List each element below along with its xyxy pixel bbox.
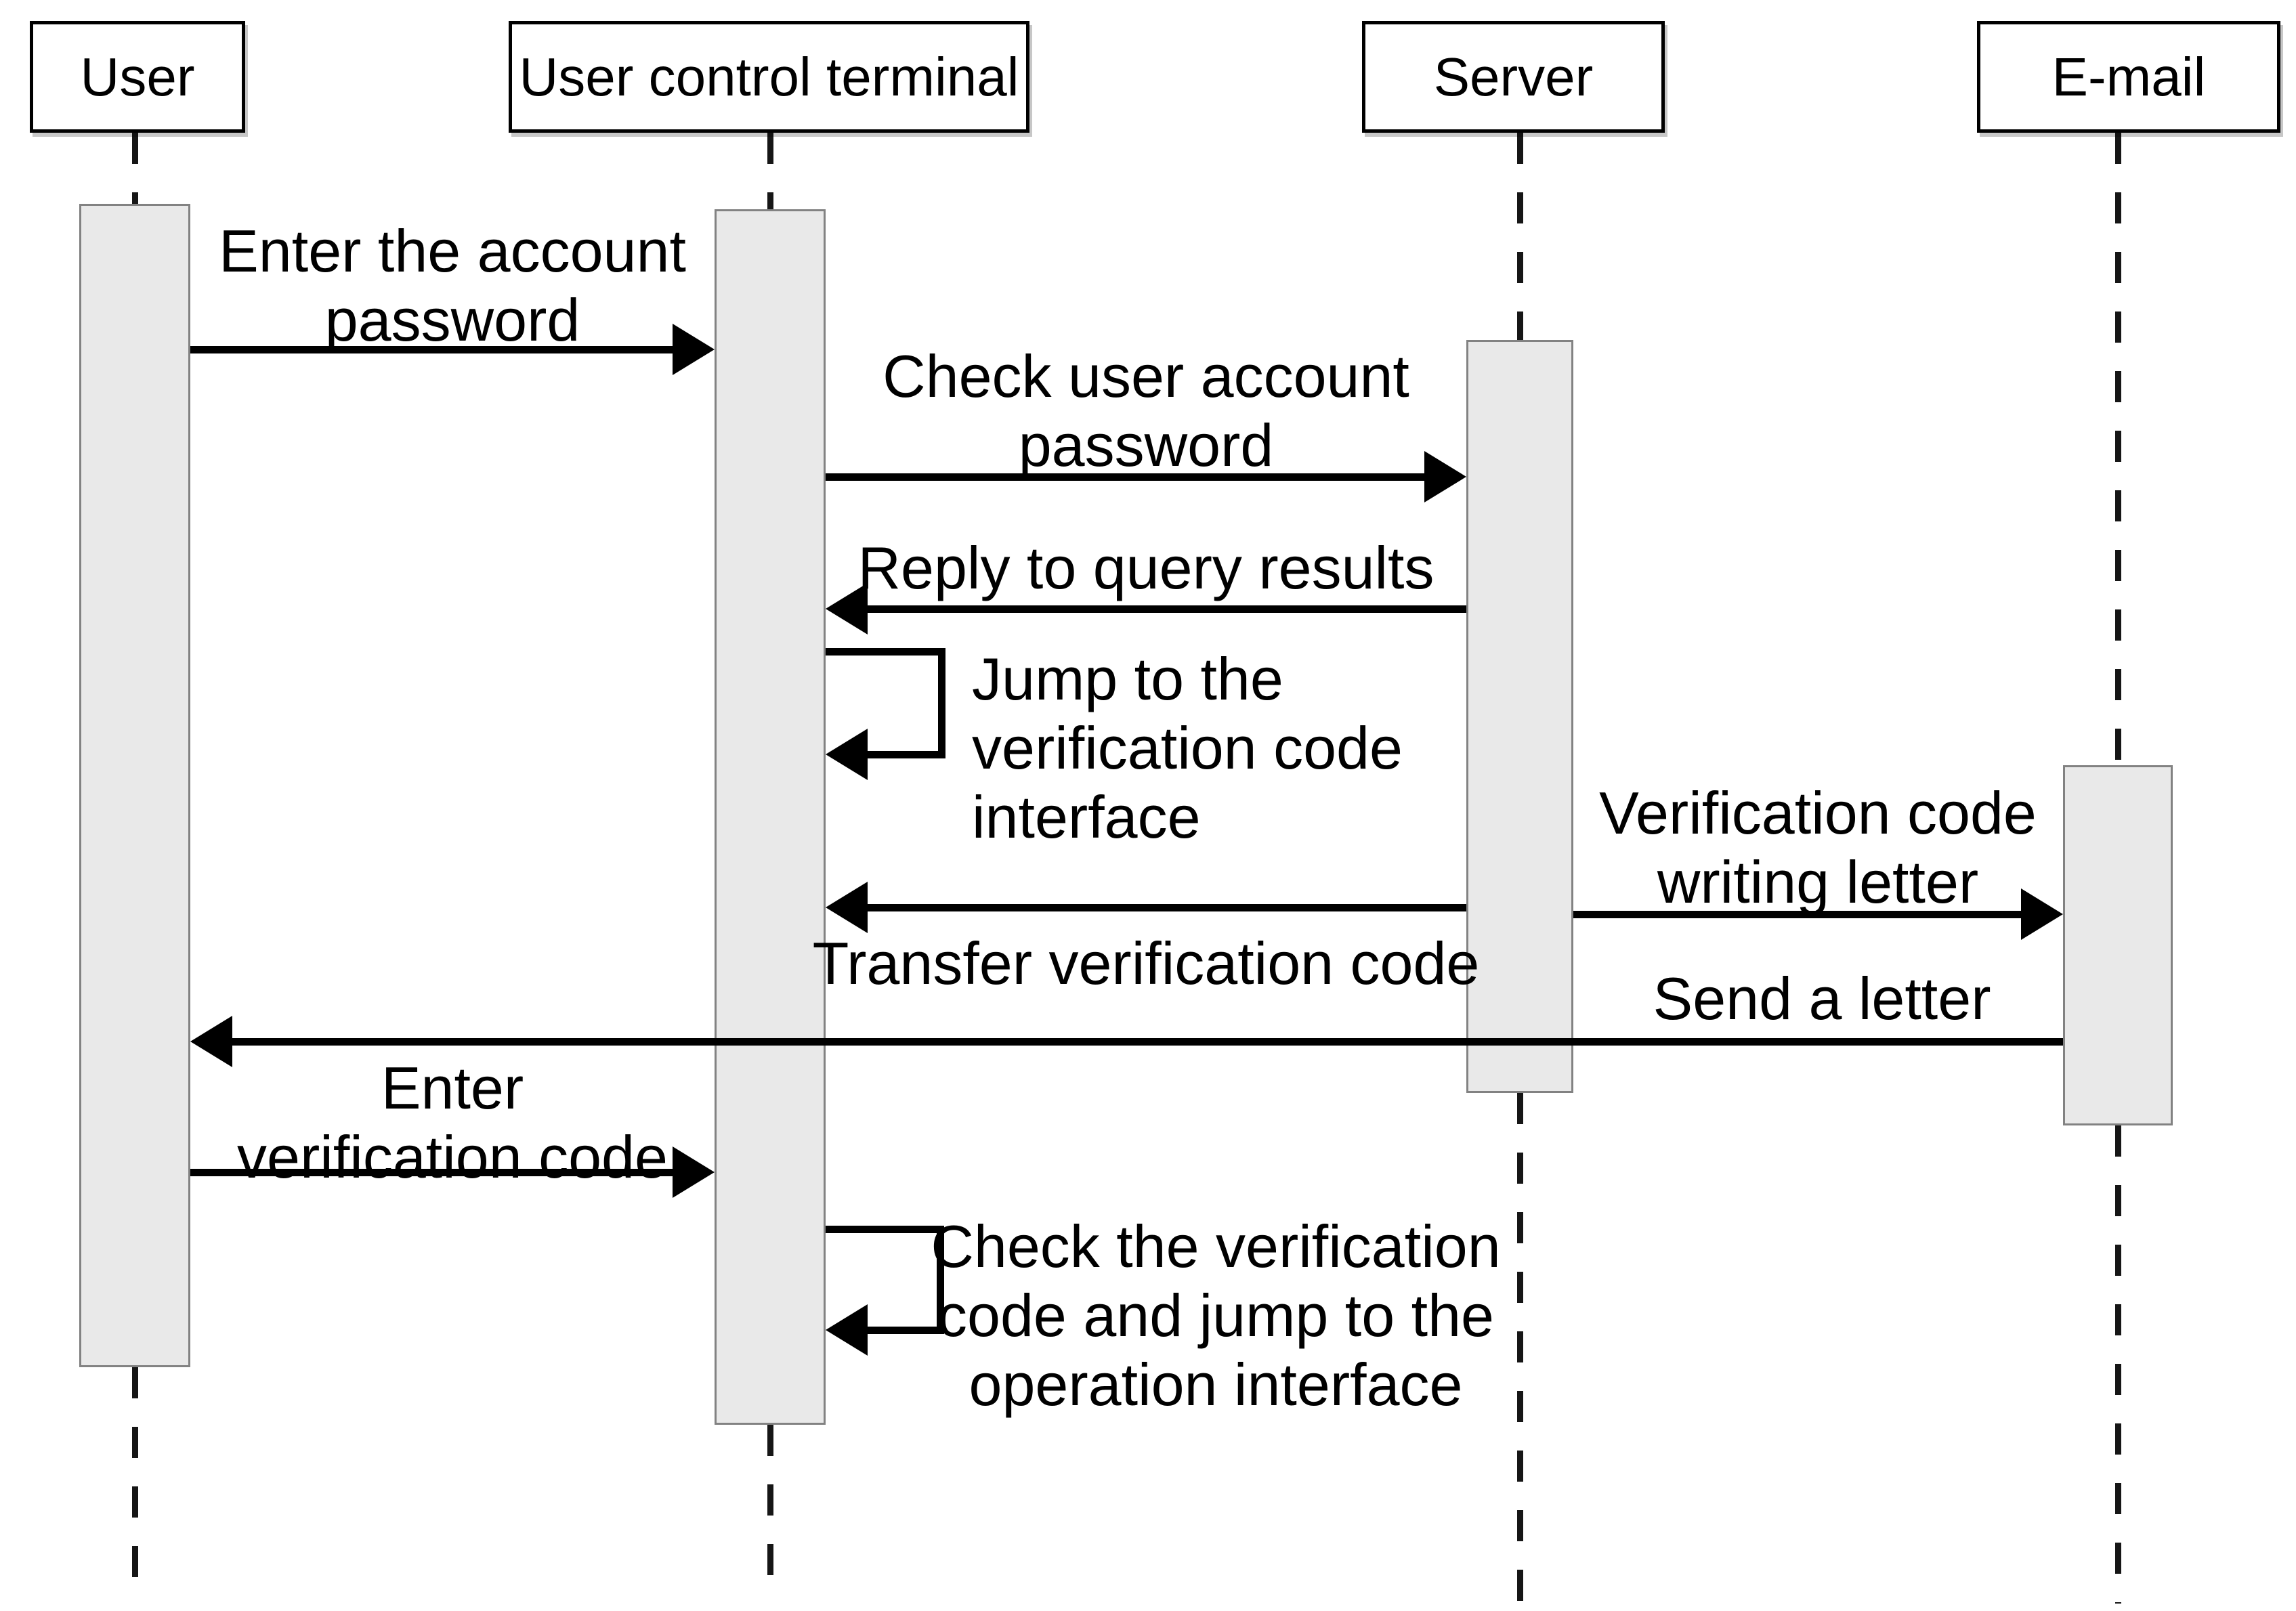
message-line-reply-query-results: [853, 605, 1466, 613]
actor-box-server: Server: [1362, 21, 1665, 133]
actor-label-server: Server: [1433, 46, 1594, 107]
message-line-enter-account-password: [190, 346, 687, 353]
actor-box-email: E-mail: [1977, 21, 2280, 133]
message-label-check-verification-code: Check the verification code and jump to …: [931, 1213, 1501, 1418]
lifeline-email-upper: [2115, 133, 2121, 765]
selfloop-jump-right-line: [938, 648, 945, 758]
activation-user-control-terminal: [715, 209, 826, 1425]
lifeline-server-lower: [1517, 1093, 1523, 1604]
activation-email: [2063, 765, 2173, 1125]
message-label-check-user-account-password: Check user account password: [883, 343, 1409, 479]
selfloop-jump-bottom-line: [868, 751, 945, 758]
activation-server: [1466, 340, 1573, 1093]
arrowhead-check-user-account-password: [1424, 451, 1466, 502]
selfloop-check-bottom-line: [868, 1327, 944, 1334]
actor-label-user-control-terminal: User control terminal: [519, 46, 1019, 107]
actor-label-email: E-mail: [2051, 46, 2206, 107]
lifeline-user-control-terminal-upper: [767, 133, 773, 209]
lifeline-user-upper: [132, 133, 138, 204]
actor-box-user-control-terminal: User control terminal: [509, 21, 1029, 133]
message-label-reply-query-results: Reply to query results: [857, 534, 1434, 601]
message-label-verification-code-writing-letter: Verification code writing letter: [1599, 779, 2037, 916]
arrowhead-send-a-letter: [190, 1016, 232, 1067]
activation-user: [79, 204, 190, 1367]
lifeline-user-lower: [132, 1367, 138, 1604]
message-label-enter-account-password: Enter the account password: [219, 217, 686, 353]
actor-label-user: User: [80, 46, 195, 107]
message-line-verification-code-writing-letter: [1573, 911, 2036, 918]
message-line-transfer-verification-code: [853, 904, 1466, 911]
arrowhead-check-verification-code: [826, 1304, 868, 1356]
arrowhead-reply-query-results: [826, 583, 868, 635]
lifeline-user-control-terminal-lower: [767, 1425, 773, 1604]
arrowhead-enter-verification-code: [673, 1146, 715, 1198]
message-label-enter-verification-code: Enter verification code: [237, 1054, 668, 1190]
actor-box-user: User: [30, 21, 245, 133]
message-label-jump-verification-interface: Jump to the verification code interface: [972, 645, 1403, 851]
arrowhead-transfer-verification-code: [826, 882, 868, 933]
message-line-send-a-letter: [217, 1038, 2063, 1046]
lifeline-server-upper: [1517, 133, 1523, 340]
arrowhead-enter-account-password: [673, 324, 715, 375]
message-line-enter-verification-code: [190, 1169, 687, 1176]
message-line-check-user-account-password: [826, 473, 1439, 481]
lifeline-email-lower: [2115, 1125, 2121, 1604]
selfloop-jump-top-line: [826, 648, 945, 656]
selfloop-check-right-line: [937, 1226, 944, 1334]
arrowhead-jump-verification-interface: [826, 729, 868, 780]
arrowhead-verification-code-writing-letter: [2021, 888, 2063, 940]
message-label-send-a-letter: Send a letter: [1653, 965, 1991, 1032]
selfloop-check-top-line: [826, 1226, 944, 1233]
message-label-transfer-verification-code: Transfer verification code: [812, 930, 1480, 997]
